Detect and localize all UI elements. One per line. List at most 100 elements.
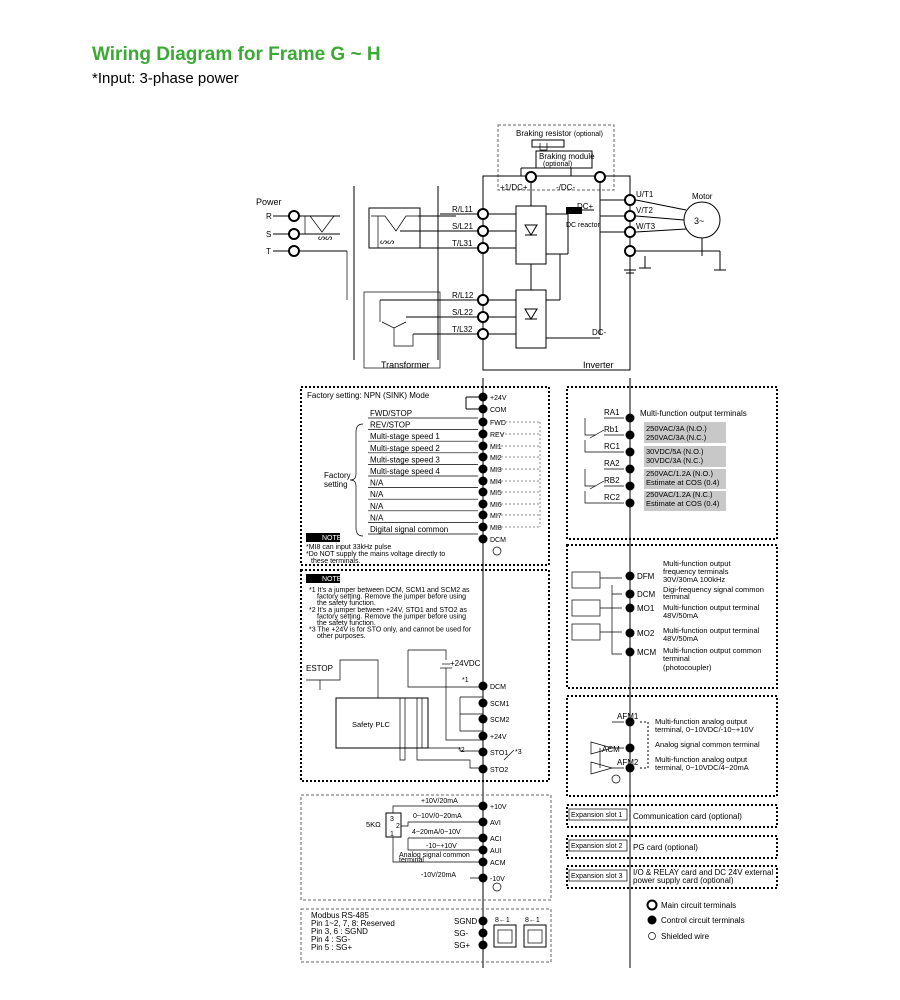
di-terminal-label-0: +24V: [490, 395, 507, 402]
safety-terminal-dcm: [478, 681, 488, 691]
ai-terminal-label-2: ACI: [490, 836, 502, 843]
dc-plus-terminal: [525, 171, 537, 183]
input-terminal-1: [477, 225, 489, 237]
safety-terminal-24v: [478, 731, 488, 741]
safety-terminal-label-4: STO1: [490, 750, 508, 757]
modbus-line-4: Pin 5 : SG+: [311, 943, 352, 952]
relay-output-section: Multi-function output terminals 250VAC/3…: [566, 386, 778, 540]
safety-terminal-scm1: [478, 698, 488, 708]
di-terminal-label-2: FWD: [490, 420, 506, 427]
expansion-desc-3-0: I/O & RELAY card and DC 24V external: [633, 868, 773, 877]
inverter-label: Inverter: [583, 360, 614, 370]
do-terminal-mo2-3: [625, 628, 635, 638]
ai-label-5: terminal: [399, 857, 424, 864]
pot-pin-2: 2: [396, 823, 400, 830]
legend-control: Control circuit terminals: [661, 916, 745, 925]
ai-label-2: 4~20mA/0~10V: [412, 829, 461, 836]
di-function-8: N/A: [370, 502, 384, 511]
di-terminal-label-5: MI2: [490, 455, 502, 462]
di-terminal-mi3-6: [478, 464, 488, 474]
output-terminal-label-1: V/T2: [636, 206, 653, 215]
dc-reactor-plus-label: DC+: [577, 202, 594, 211]
dc-minus-terminal: [594, 171, 606, 183]
safety-note-5: the safety function.: [317, 620, 376, 627]
input-terminal-label-3: R/L12: [452, 291, 474, 300]
input-terminal-2: [477, 242, 489, 254]
di-terminal-mi4-7: [478, 476, 488, 486]
main-circuit: Braking resistor (optional) Braking modu…: [256, 124, 726, 371]
safety-note-4: factory setting. Remove the jumper befor…: [317, 613, 466, 620]
relay-rating-5: Estimate at COS (0.4): [646, 478, 720, 487]
relay-rating-6: 250VAC/1.2A (N.C.): [646, 490, 713, 499]
port-1-pins: 8←1: [495, 917, 510, 924]
do-terminal-dcm-1: [625, 589, 635, 599]
ai-terminal-label-1: AVI: [490, 820, 501, 827]
do-desc-1-1: terminal: [663, 592, 690, 601]
page-subtitle: *Input: 3-phase power: [92, 70, 239, 87]
relay-rating-7: Estimate at COS (0.4): [646, 499, 720, 508]
expansion-slot-label-3: Expansion slot 3: [571, 873, 622, 880]
ao-terminal-afm2-2: [625, 763, 635, 773]
ai-terminal-aui-3: [478, 845, 488, 855]
di-terminal-rev-3: [478, 429, 488, 439]
di-terminal-label-4: MI1: [490, 444, 502, 451]
motor-symbol-text: 3~: [694, 216, 704, 226]
modbus-terminal-label-1: SG-: [454, 929, 469, 938]
shielded-wire-legend-icon: [648, 932, 656, 940]
legend-main: Main circuit terminals: [661, 901, 736, 910]
svg-text:ᔕᔕ: ᔕᔕ: [318, 233, 332, 242]
output-terminal-label-0: U/T1: [636, 190, 654, 199]
do-desc-2-1: 48V/50mA: [663, 611, 698, 620]
analog-input-section: 5KΩ 3 2 1 +10V/20mA0~10V/0~20mA4~20mA/0~…: [300, 794, 552, 901]
pot-pin-3: 3: [390, 816, 394, 823]
di-terminal-label-12: DCM: [490, 537, 506, 544]
legend-shielded: Shielded wire: [661, 932, 710, 941]
di-function-0: FWD/STOP: [370, 409, 412, 418]
dc-reactor-minus-label: DC-: [592, 328, 607, 337]
relay-terminal-rc1: [625, 447, 635, 457]
output-terminal-label-2: W/T3: [636, 222, 656, 231]
do-desc-4-1: terminal: [663, 654, 690, 663]
port-2-pins: 8←1: [525, 917, 540, 924]
ao-terminal-afm1-0: [625, 717, 635, 727]
modbus-line-2: Pin 3, 6 : SGND: [311, 927, 368, 936]
relay-rating-3: 30VDC/3A (N.C.): [646, 456, 704, 465]
safety-terminal-sto2: [478, 764, 488, 774]
svg-text:ᔕᔕ: ᔕᔕ: [380, 237, 394, 246]
di-terminal-fwd-2: [478, 417, 488, 427]
modbus-line-3: Pin 4 : SG-: [311, 935, 350, 944]
safety-note-0: *1 It's a jumper between DCM, SCM1 and S…: [309, 587, 470, 594]
input-terminal-label-4: S/L22: [452, 308, 473, 317]
do-desc-0-0: Multi-function output: [663, 559, 731, 568]
safety-note-2: the safety function.: [317, 600, 376, 607]
safety-terminal-label-5: STO2: [490, 767, 508, 774]
di-function-9: N/A: [370, 513, 384, 522]
relay-terminal-rb1: [625, 430, 635, 440]
dc-reactor-label: DC reactor: [566, 222, 601, 229]
relay-rating-4: 250VAC/1.2A (N.O.): [646, 469, 713, 478]
ai-label-4: Analog signal common: [399, 852, 470, 859]
di-function-4: Multi-stage speed 3: [370, 455, 440, 464]
do-desc-1-0: Digi-frequency signal common: [663, 585, 764, 594]
digital-input-section: Factory setting: NPN (SINK) Mode Factory…: [300, 386, 550, 566]
di-terminal-label-8: MI5: [490, 490, 502, 497]
safety-note-7: other purposes.: [317, 633, 366, 640]
relay-rating-1: 250VAC/3A (N.C.): [646, 433, 707, 442]
relay-rating-0: 250VAC/3A (N.O.): [646, 424, 707, 433]
input-terminal-0: [477, 208, 489, 220]
di-terminal-label-10: MI7: [490, 513, 502, 520]
page-title: Wiring Diagram for Frame G ~ H: [92, 44, 381, 65]
safety-terminal-scm2: [478, 714, 488, 724]
expansion-slot-box-1: [568, 808, 628, 821]
di-terminal-mi6-9: [478, 499, 488, 509]
safety-note-1: factory setting. Remove the jumper befor…: [317, 594, 466, 601]
do-terminal-label-2: MO1: [637, 604, 655, 613]
safety-terminal-label-3: +24V: [490, 734, 507, 741]
safety-mark-2: *2: [458, 747, 465, 754]
di-note-badge: NOTE: [322, 535, 342, 542]
ai-terminal-acm-4: [478, 857, 488, 867]
output-terminal-1: [624, 210, 636, 222]
